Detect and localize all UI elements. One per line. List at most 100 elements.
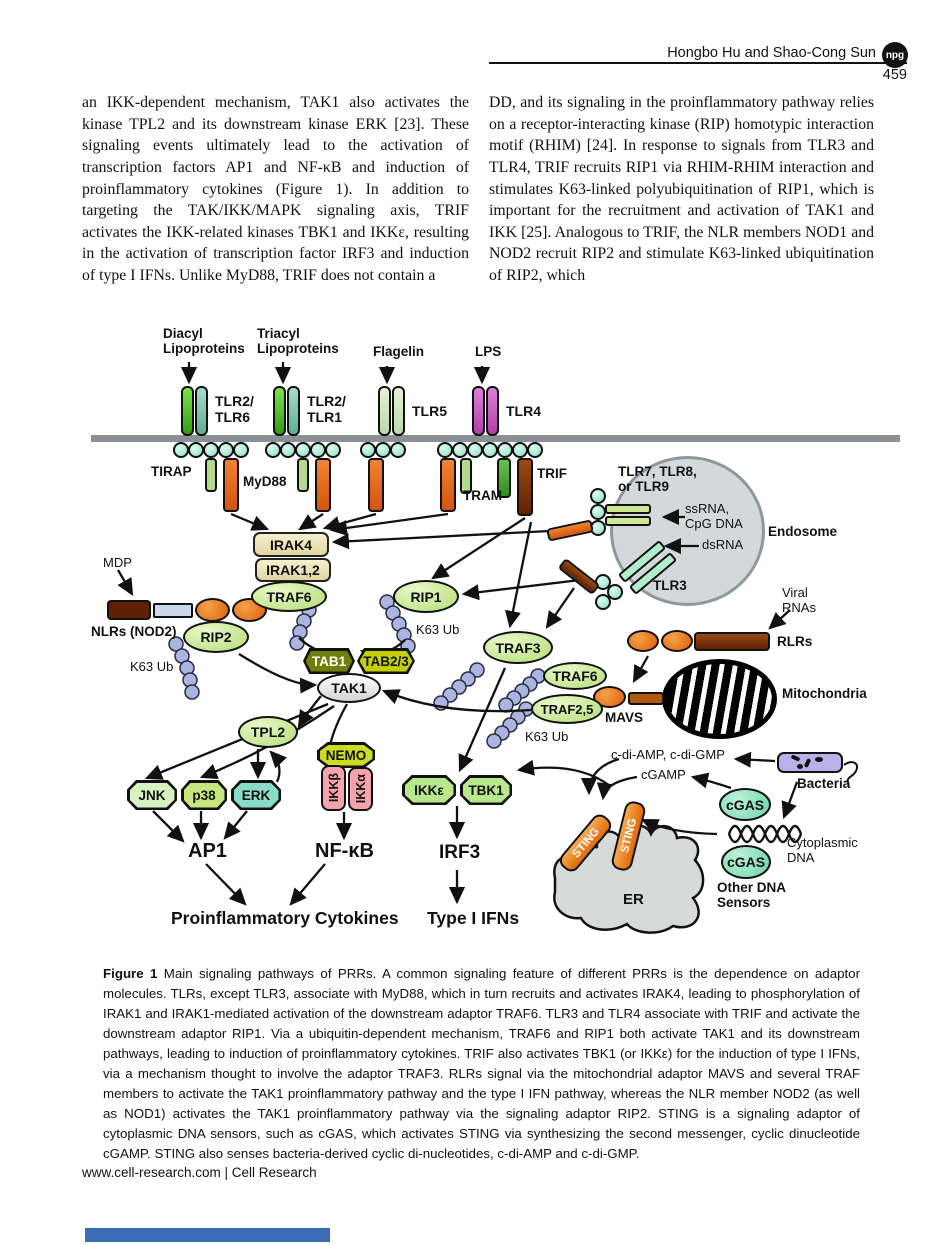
tpl2-node: TPL2 bbox=[238, 716, 298, 748]
tir-domain bbox=[467, 442, 483, 458]
sting-label: STING bbox=[618, 817, 639, 855]
tlr3-label: TLR3 bbox=[653, 578, 687, 593]
cgamp-label: cGAMP bbox=[641, 767, 686, 782]
ikka-node: IKKα bbox=[348, 767, 373, 811]
tram-label: TRAM bbox=[463, 488, 502, 503]
nlrs-nod2-label: NLRs (NOD2) bbox=[91, 624, 177, 639]
tir-domain bbox=[203, 442, 219, 458]
viral-rnas-label: Viral RNAs bbox=[782, 585, 816, 615]
tir-domain bbox=[325, 442, 341, 458]
irak12-node: IRAK1,2 bbox=[255, 558, 331, 582]
mavs-label: MAVS bbox=[605, 710, 644, 725]
traf6-node: TRAF6 bbox=[251, 581, 327, 612]
tir-domain bbox=[590, 488, 606, 504]
npg-logo-icon: npg bbox=[882, 42, 908, 68]
traf25-node: TRAF2,5 bbox=[531, 694, 603, 724]
traf6-node: TRAF6 bbox=[543, 662, 607, 690]
mavs-anchor bbox=[628, 692, 664, 705]
trif-label: TRIF bbox=[537, 466, 567, 481]
ligand-diacyl-label: Diacyl Lipoproteins bbox=[163, 326, 245, 357]
tlr2-receptor-bar bbox=[181, 386, 194, 436]
nod2-lrr-domain bbox=[195, 598, 230, 622]
tlr2-receptor-bar bbox=[273, 386, 286, 436]
tir-domain bbox=[295, 442, 311, 458]
tir-domain bbox=[512, 442, 528, 458]
endosome-label: Endosome bbox=[768, 524, 838, 539]
footer-blue-bar bbox=[85, 1228, 330, 1242]
mitochondria-shape bbox=[662, 659, 777, 739]
article-left-column: an IKK-dependent mechanism, TAK1 also ac… bbox=[82, 94, 469, 285]
myd88-label: MyD88 bbox=[243, 474, 287, 489]
myd88-adaptor bbox=[546, 519, 594, 542]
dsrna-label: dsRNA bbox=[702, 537, 744, 552]
article-right-column: DD, and its signaling in the proinflamma… bbox=[489, 94, 874, 285]
figure-1-diagram: Diacyl Lipoproteins Triacyl Lipoproteins… bbox=[85, 318, 900, 943]
jnk-node: JNK bbox=[129, 782, 175, 808]
tir-domain bbox=[280, 442, 296, 458]
tab23-node: TAB2/3 bbox=[359, 650, 413, 672]
trif-adaptor bbox=[557, 557, 601, 596]
nfkb-label: NF-κB bbox=[315, 840, 374, 862]
nod2-nbd-domain bbox=[153, 603, 193, 618]
tlr1-receptor-bar bbox=[287, 386, 300, 436]
tirap-adaptor bbox=[297, 458, 309, 492]
ligand-triacyl-label: Triacyl Lipoproteins bbox=[257, 326, 339, 357]
tir-domain bbox=[360, 442, 376, 458]
bacteria-label: Bacteria bbox=[797, 776, 851, 791]
sting-node: STING bbox=[556, 810, 615, 876]
mavs-oval bbox=[593, 686, 626, 708]
ap1-label: AP1 bbox=[188, 840, 227, 862]
cytoplasmic-dna-label: Cytoplasmic DNA bbox=[787, 835, 858, 865]
trif-adaptor bbox=[517, 458, 533, 516]
er-label: ER bbox=[623, 891, 644, 908]
tir-domain bbox=[375, 442, 391, 458]
tir-domain bbox=[310, 442, 326, 458]
bacteria-cell bbox=[777, 752, 843, 773]
cgas-node: cGAS bbox=[721, 845, 771, 879]
erk-node: ERK bbox=[233, 782, 279, 808]
mitochondria-label: Mitochondria bbox=[782, 686, 867, 701]
bacteria-glyph bbox=[797, 764, 803, 769]
figure-caption-text: Main signaling pathways of PRRs. A commo… bbox=[103, 966, 860, 1161]
irak4-node: IRAK4 bbox=[253, 532, 329, 557]
ikka-label: IKKα bbox=[353, 774, 368, 804]
tlr5-receptor-bar bbox=[392, 386, 405, 436]
cgas-node: cGAS bbox=[719, 788, 771, 821]
k63-ub-label: K63 Ub bbox=[416, 622, 460, 637]
tlr789-receptor-bar bbox=[605, 504, 651, 514]
traf3-node: TRAF3 bbox=[483, 631, 553, 664]
tirap-adaptor bbox=[205, 458, 217, 492]
ssrna-cpg-label: ssRNA, CpG DNA bbox=[685, 501, 743, 531]
tlr789-receptor-bar bbox=[605, 516, 651, 526]
nemo-node: NEMO bbox=[319, 744, 373, 766]
myd88-adaptor bbox=[315, 458, 331, 512]
rip1-node: RIP1 bbox=[393, 580, 459, 613]
tram-adaptor bbox=[497, 458, 511, 498]
sting-label: STING bbox=[569, 825, 602, 861]
sting-node: STING bbox=[609, 799, 648, 873]
myd88-adaptor bbox=[223, 458, 239, 512]
tir-domain bbox=[437, 442, 453, 458]
nod2-card-domain bbox=[107, 600, 151, 620]
tlr789-label: TLR7, TLR8, or TLR9 bbox=[618, 464, 697, 495]
tirap-adaptor bbox=[460, 458, 472, 494]
tak1-node: TAK1 bbox=[317, 673, 381, 703]
rlr-domain bbox=[661, 630, 693, 652]
rlr-domain bbox=[627, 630, 659, 652]
other-dna-sensors-label: Other DNA Sensors bbox=[717, 880, 787, 911]
tir-domain bbox=[595, 594, 611, 610]
tir-domain bbox=[218, 442, 234, 458]
rlr-helicase-bar bbox=[694, 632, 770, 651]
tirap-label: TIRAP bbox=[151, 464, 192, 479]
tlr5-receptor-bar bbox=[378, 386, 391, 436]
tir-domain bbox=[452, 442, 468, 458]
tlr6-receptor-bar bbox=[195, 386, 208, 436]
ligand-lps-label: LPS bbox=[475, 344, 502, 359]
type-i-ifns-label: Type I IFNs bbox=[427, 908, 520, 928]
tir-domain bbox=[173, 442, 189, 458]
ligand-flagelin-label: Flagelin bbox=[373, 344, 425, 359]
tlr2-tlr1-label: TLR2/ TLR1 bbox=[307, 393, 346, 425]
ikke-node: IKKε bbox=[404, 777, 454, 803]
myd88-adaptor bbox=[368, 458, 384, 512]
rip2-node: RIP2 bbox=[183, 621, 249, 653]
